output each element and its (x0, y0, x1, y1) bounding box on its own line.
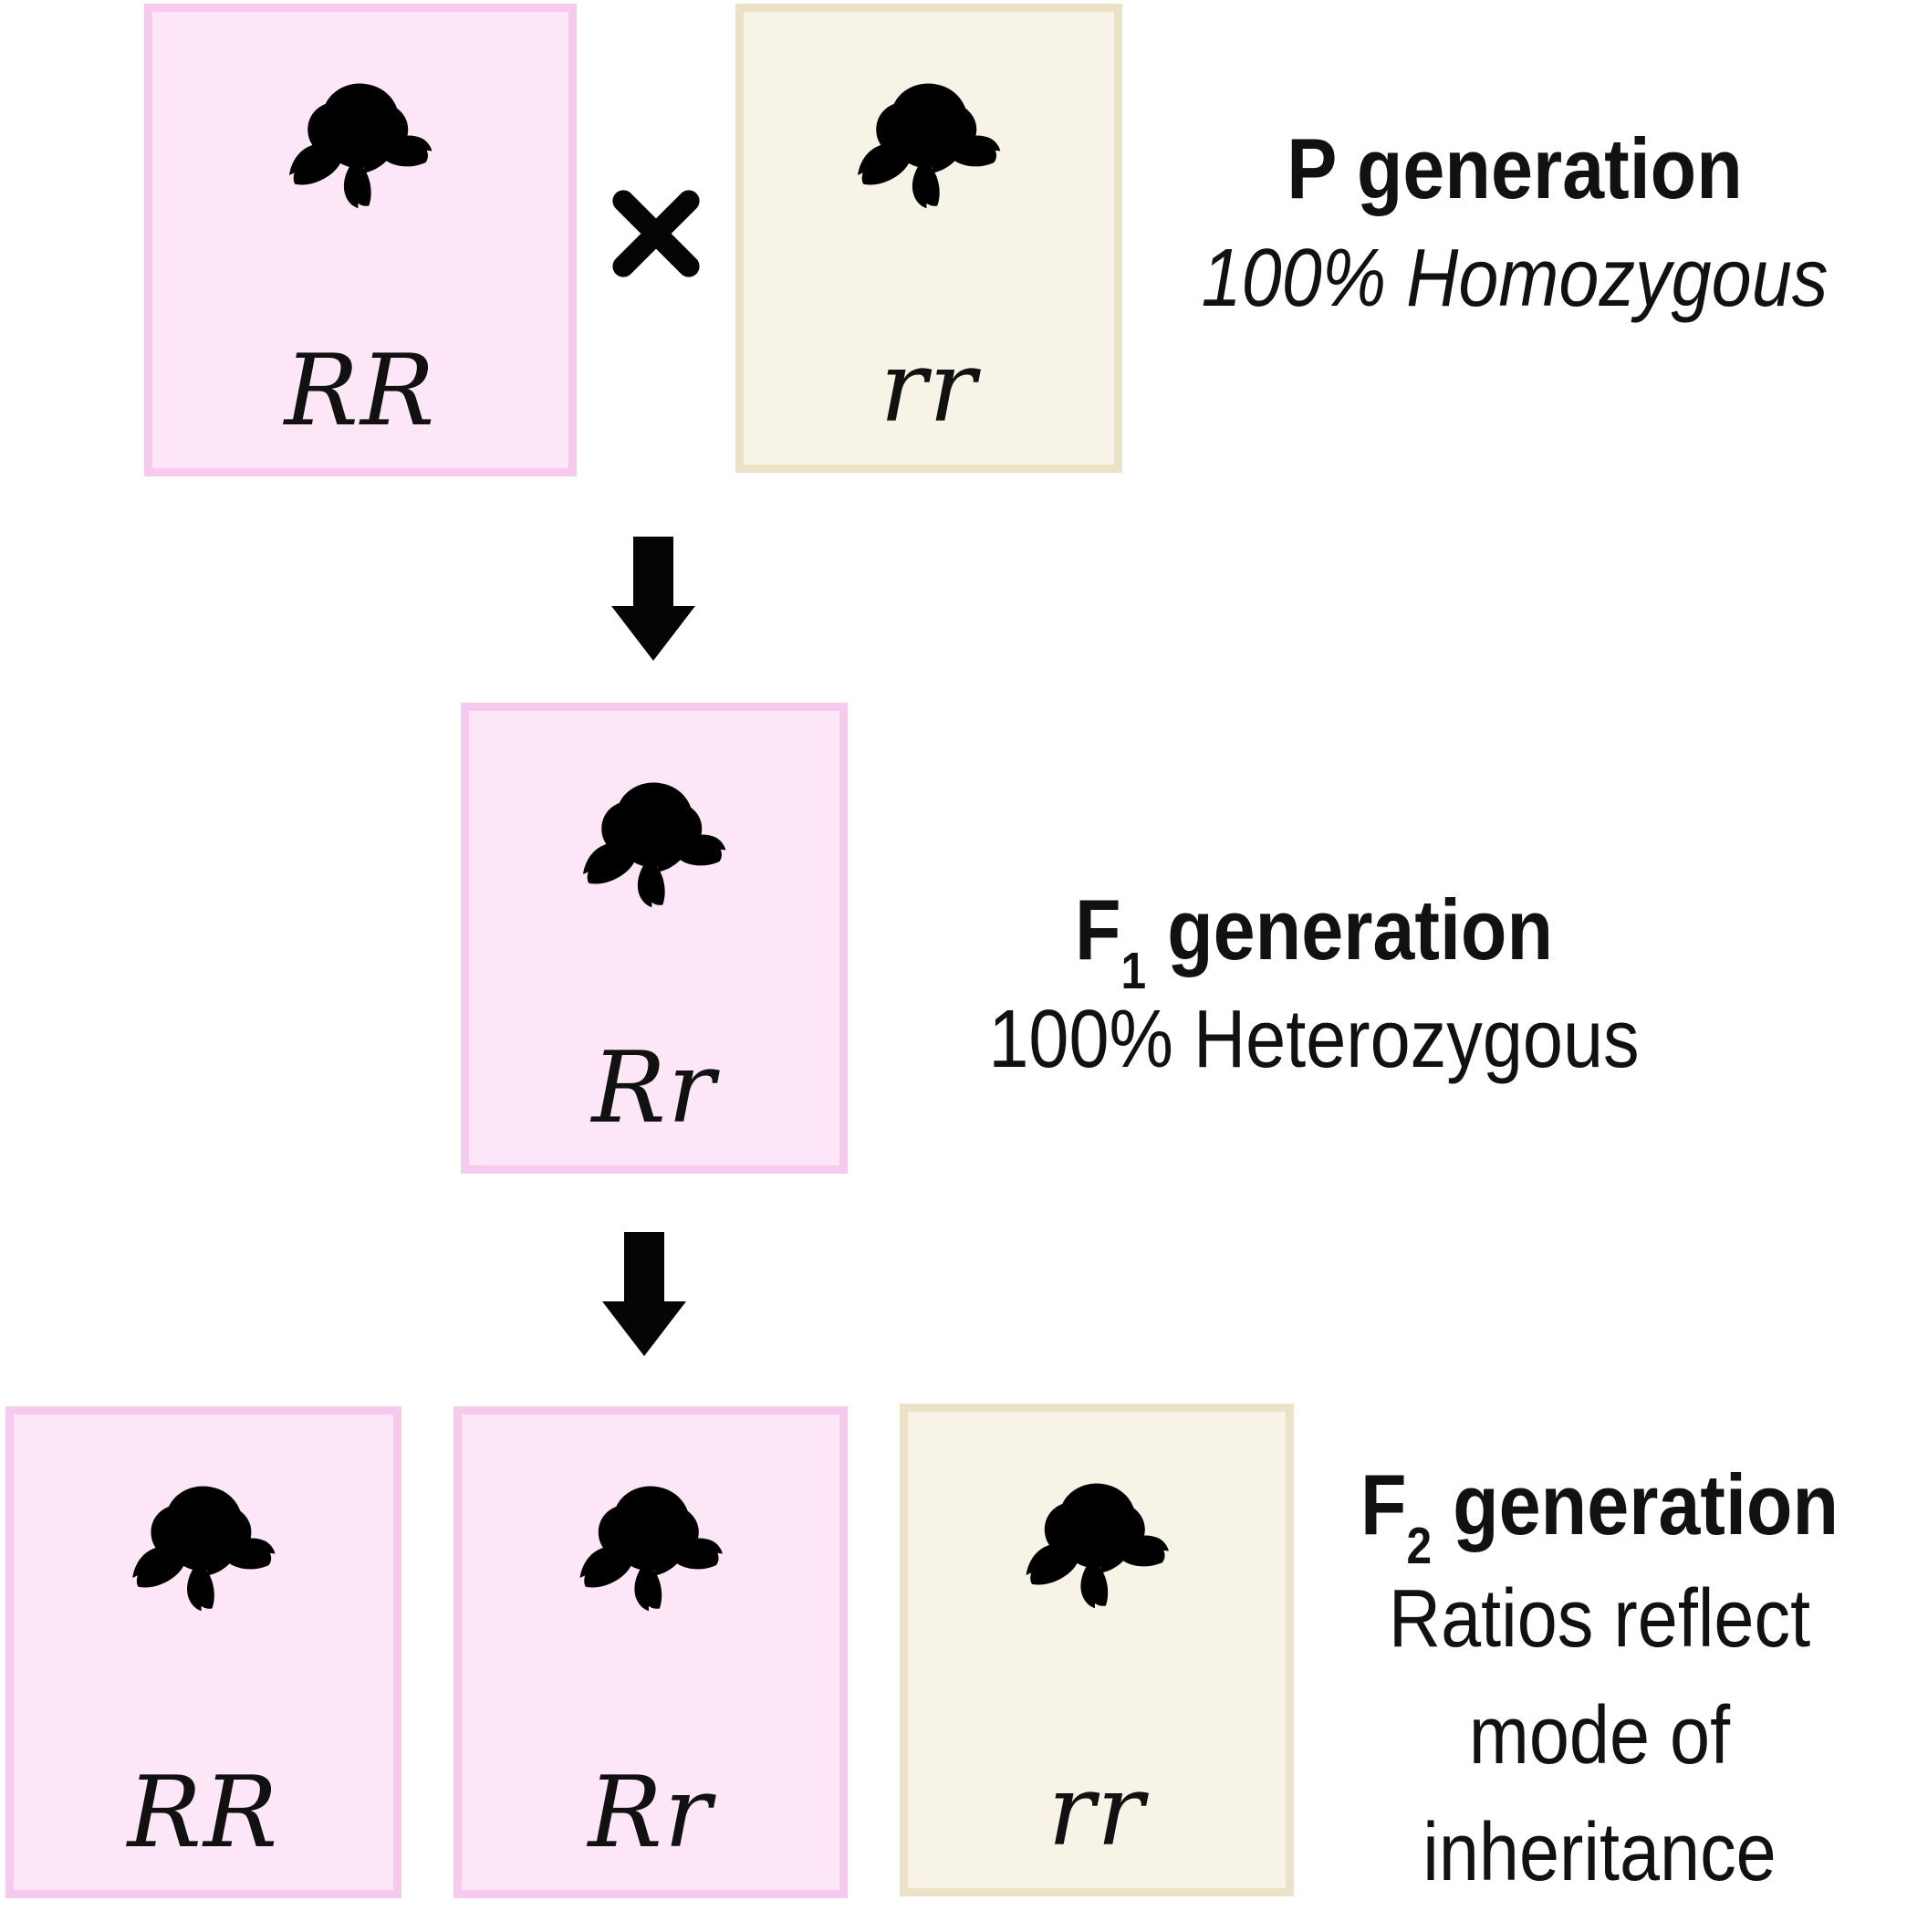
f1-generation-caption: F1 generation 100% Heterozygous (961, 882, 1667, 1086)
f1-generation-subtitle: 100% Heterozygous (988, 994, 1640, 1086)
genotype-label: rr (1047, 1754, 1146, 1869)
f2-offspring-box-RR: RR (5, 1406, 401, 1898)
genotype-label: RR (284, 334, 437, 449)
f1-generation-offspring-box: Rr (461, 703, 848, 1174)
f1-title-subscript: 1 (1120, 942, 1147, 1000)
pink-rose-icon (289, 83, 432, 209)
genotype-label: Rr (591, 1031, 717, 1146)
f2-title-base: F (1360, 1457, 1407, 1552)
f2-generation-title: F2 generation (1327, 1457, 1872, 1572)
f2-generation-caption: F2 generation Ratios reflect mode of inh… (1327, 1457, 1872, 1912)
down-arrow-icon (602, 1232, 686, 1361)
p-generation-subtitle: 100% Homozygous (1201, 233, 1829, 325)
p-generation-white-parent-box: rr (735, 4, 1122, 473)
cross-icon (605, 183, 707, 285)
f1-generation-title: F1 generation (961, 882, 1667, 997)
f1-title-base: F (1075, 882, 1121, 977)
p-generation-pink-parent-box: RR (144, 4, 577, 476)
pink-rose-icon (579, 1486, 723, 1612)
pink-rose-icon (132, 1486, 276, 1612)
white-rose-icon (1026, 1483, 1169, 1609)
f2-title-subscript: 2 (1406, 1517, 1433, 1575)
f2-subtitle-line-3: inheritance (1422, 1806, 1777, 1898)
pink-rose-icon (583, 782, 726, 908)
genotype-label: rr (880, 330, 978, 445)
f1-title-rest: generation (1146, 882, 1553, 977)
p-generation-title: P generation (1287, 120, 1743, 216)
f2-generation-subtitle: Ratios reflect mode of inheritance (1327, 1561, 1872, 1911)
white-rose-icon (858, 83, 1001, 209)
down-arrow-icon (611, 537, 695, 665)
f2-subtitle-line-1: Ratios reflect (1388, 1573, 1811, 1666)
f2-title-rest: generation (1432, 1457, 1839, 1552)
f2-subtitle-line-2: mode of (1468, 1690, 1731, 1782)
p-generation-caption: P generation 100% Homozygous (1170, 120, 1860, 325)
f2-offspring-box-Rr: Rr (453, 1406, 848, 1898)
genotype-label: RR (127, 1756, 280, 1871)
f2-offspring-box-rr: rr (900, 1404, 1294, 1896)
genotype-label: Rr (588, 1756, 714, 1871)
